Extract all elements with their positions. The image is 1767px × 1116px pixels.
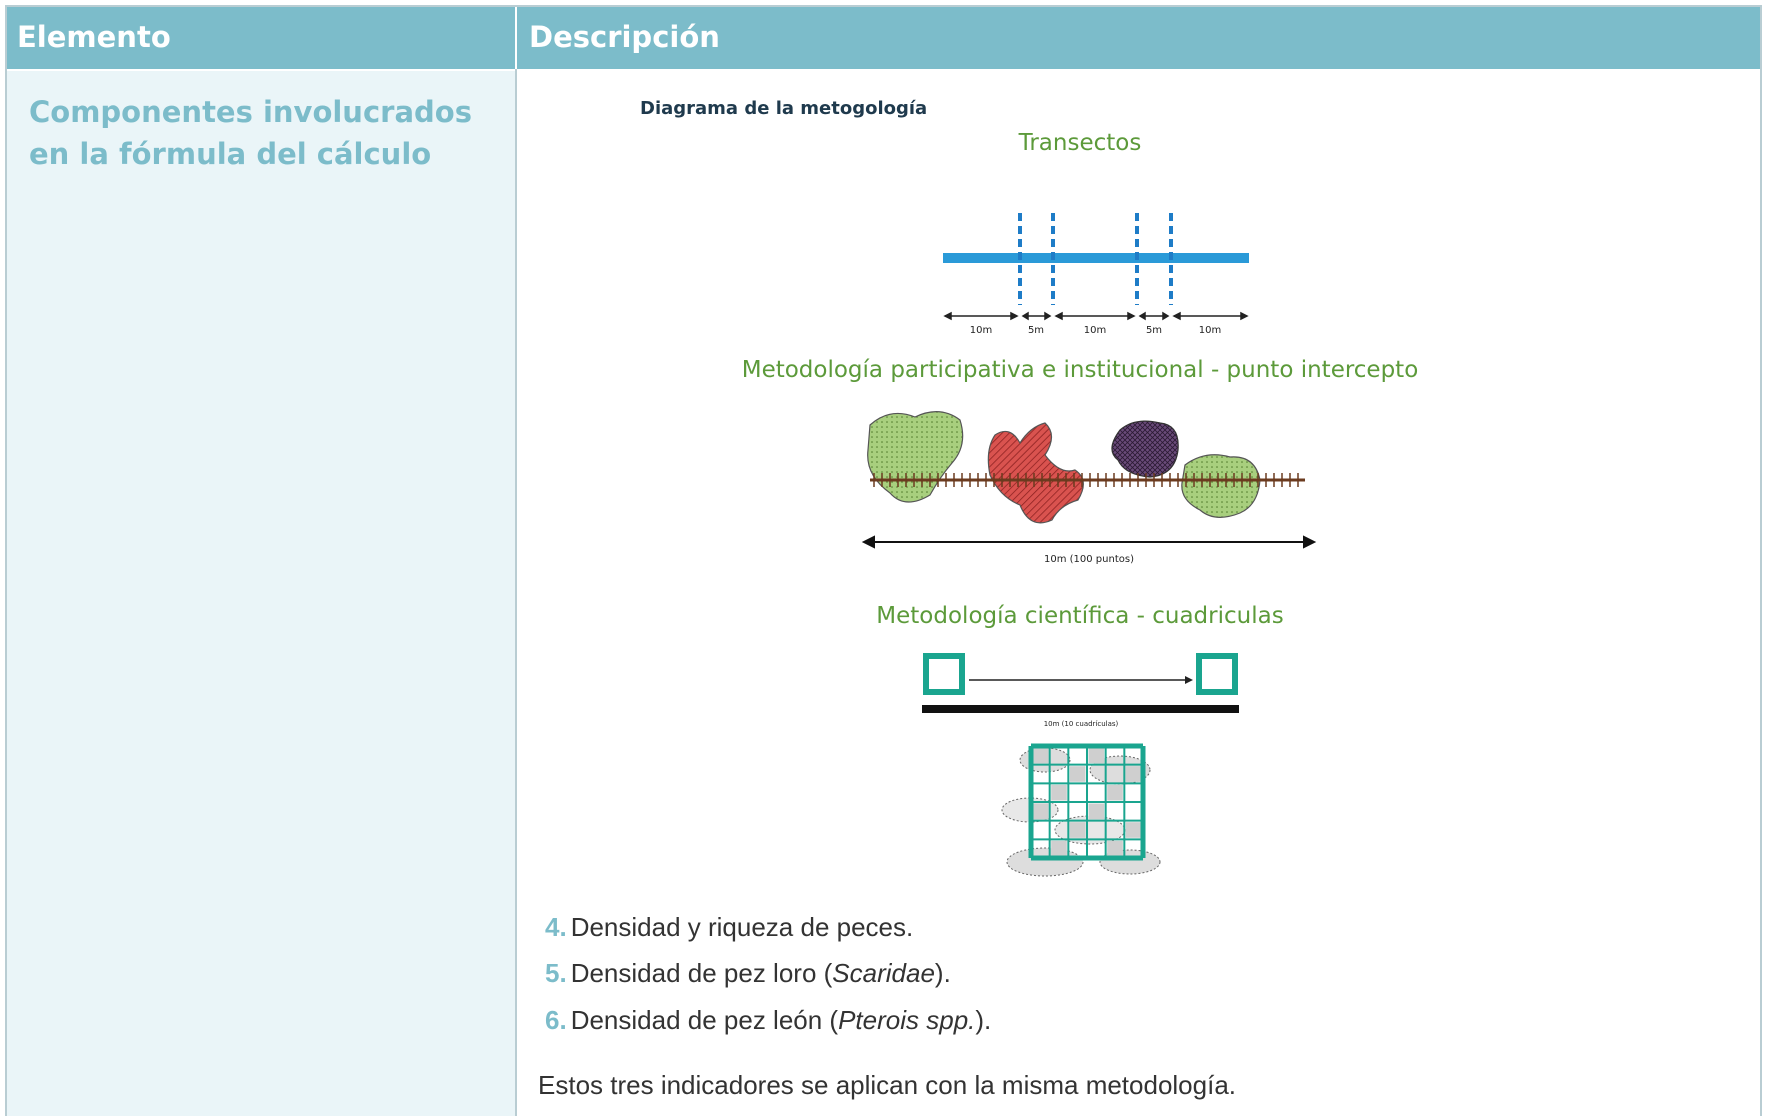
transectos-heading: Transectos (1018, 130, 1142, 156)
coral-shape-3 (1111, 420, 1179, 478)
segment-label-3: 10m (1084, 325, 1106, 336)
list-italic: Scaridae (832, 958, 935, 988)
quadrat-cell (1088, 803, 1105, 820)
coral-shape-4 (1181, 454, 1261, 518)
quadrat-scale-label: 10m (10 cuadrículas) (1044, 720, 1119, 728)
transect-dimension-arrows (943, 311, 1249, 321)
diagram-title: Diagrama de la metogología (640, 98, 928, 119)
list-italic: Pterois spp. (838, 1005, 976, 1035)
list-item-5: 5.Densidad de pez loro (Scaridae). (545, 958, 951, 989)
cuadriculas-heading: Metodología científica - cuadriculas (876, 603, 1284, 629)
segment-label-1: 10m (970, 325, 992, 336)
list-number: 5. (545, 958, 567, 988)
indicator-table: Elemento Descripción Componentes involuc… (5, 5, 1762, 1116)
coral-shape-1 (867, 411, 964, 503)
component-label: Componentes involucrados en la fórmula d… (29, 95, 472, 171)
quadrat-cell (1032, 747, 1049, 764)
quadrat-cell (1032, 803, 1049, 820)
quadrat-cell (1125, 822, 1142, 838)
list-number: 4. (545, 912, 567, 942)
quadrat-cell (1107, 784, 1123, 801)
transect-diagram: 10m 5m 10m 5m 10m (943, 213, 1249, 336)
quadrat-cell (1069, 766, 1086, 782)
segment-label-2: 5m (1028, 325, 1044, 336)
quadrat-cell (1088, 747, 1105, 764)
list-text: Densidad de pez león ( (570, 1005, 839, 1035)
intercept-ticks (873, 473, 1299, 487)
transect-line (943, 253, 1249, 263)
quadrat-diagram: 10m (10 cuadrículas) (922, 653, 1239, 877)
coral-shape-2 (987, 422, 1084, 524)
quadrat-end (1196, 653, 1238, 695)
header-elemento: Elemento (17, 20, 171, 54)
quadrat-cell (1069, 822, 1086, 838)
list-text: Densidad y riqueza de peces. (570, 912, 914, 942)
quadrat-baseline (922, 705, 1239, 713)
quadrat-start (923, 653, 965, 695)
intercepto-heading: Metodología participativa e instituciona… (741, 357, 1419, 383)
list-number: 6. (545, 1005, 567, 1035)
list-item-6: 6.Densidad de pez león (Pterois spp.). (545, 1005, 991, 1036)
intercept-scale-label: 10m (100 puntos) (1044, 554, 1134, 565)
list-text: Densidad de pez loro ( (570, 958, 833, 988)
column-divider (515, 69, 517, 1116)
intercept-scale-arrow (861, 535, 1317, 549)
quadrat-cell (1051, 784, 1067, 801)
list-text-after: ). (975, 1005, 992, 1035)
intercept-diagram: 10m (100 puntos) (861, 411, 1317, 565)
segment-label-4: 5m (1146, 325, 1162, 336)
quadrat-cell (1125, 766, 1142, 782)
header-divider (515, 7, 517, 69)
footer-text: Estos tres indicadores se aplican con la… (538, 1070, 1237, 1100)
quadrat-cell (1107, 840, 1123, 857)
header-descripcion: Descripción (529, 20, 720, 54)
quadrat-cell (1051, 840, 1067, 857)
list-text-after: ). (934, 958, 951, 988)
table-header: Elemento Descripción (7, 7, 1760, 69)
quadrat-grid (1028, 743, 1146, 861)
segment-label-5: 10m (1199, 325, 1221, 336)
list-item-4: 4.Densidad y riqueza de peces. (545, 912, 913, 943)
element-cell: Componentes involucrados en la fórmula d… (7, 69, 515, 1116)
